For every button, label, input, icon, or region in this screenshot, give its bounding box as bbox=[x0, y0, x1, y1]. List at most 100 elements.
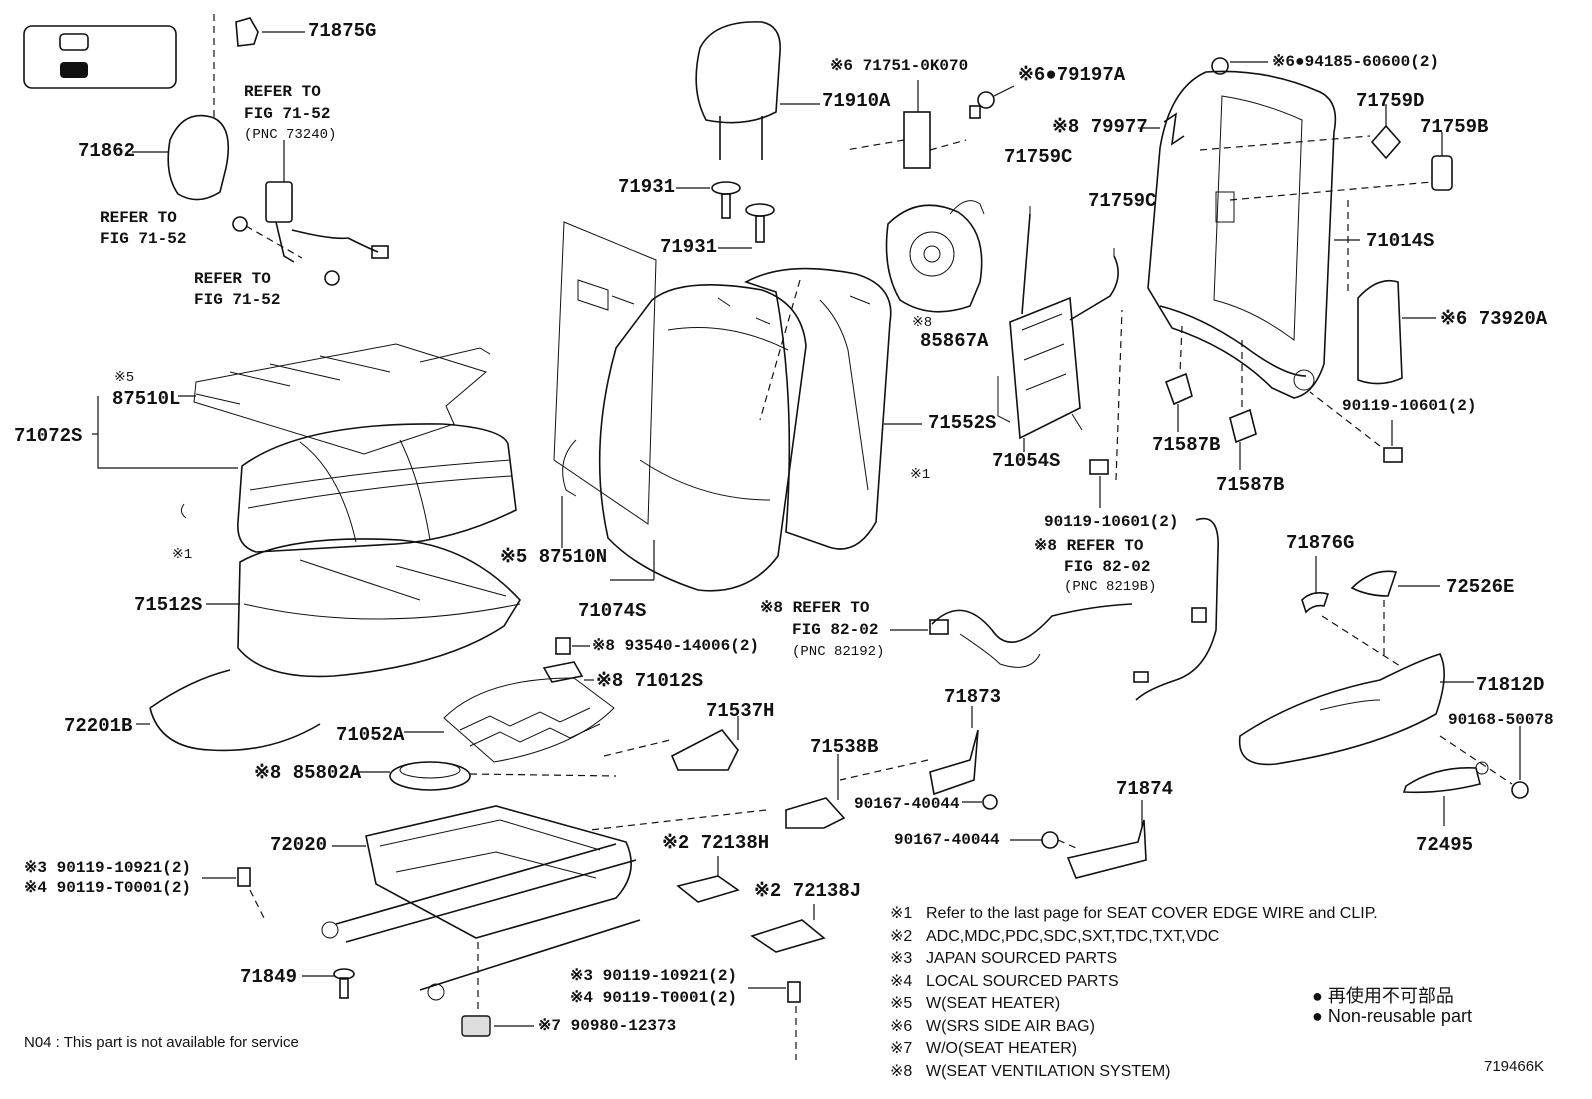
note-text: W(SEAT VENTILATION SYSTEM) bbox=[926, 1062, 1171, 1080]
part-label: 71931 bbox=[660, 236, 718, 258]
part-label: 71014S bbox=[1366, 230, 1435, 252]
side-airbag-73920a bbox=[1347, 200, 1436, 385]
wire-harness-82192 bbox=[890, 603, 1133, 668]
note-text: W/O(SEAT HEATER) bbox=[926, 1040, 1078, 1057]
bolt-90119-10601-center bbox=[1089, 309, 1123, 508]
note-item: ※8 W(SEAT VENTILATION SYSTEM) bbox=[890, 1062, 1171, 1080]
spring-79977 bbox=[1138, 112, 1185, 146]
part-label: ※8 93540-14006(2) bbox=[592, 637, 760, 655]
lumbar-support-71054s bbox=[997, 206, 1119, 452]
note-mark: ※6 bbox=[890, 1017, 913, 1035]
part-label: 90167-40044 bbox=[854, 795, 960, 813]
bracket-71751 bbox=[845, 80, 967, 169]
view-indicator-icon bbox=[23, 25, 177, 89]
part-label: (PNC 82192) bbox=[792, 644, 885, 660]
pad-71759b bbox=[1431, 132, 1453, 191]
part-label: 71072S bbox=[14, 425, 83, 447]
part-label: 71910A bbox=[822, 90, 891, 112]
part-label: ※5 bbox=[114, 370, 135, 386]
note-text: W(SRS SIDE AIR BAG) bbox=[926, 1017, 1095, 1035]
note-mark: ※7 bbox=[890, 1040, 913, 1057]
part-label: 71552S bbox=[928, 412, 997, 434]
part-label: FIG 71-52 bbox=[244, 105, 331, 123]
part-label: 71052A bbox=[336, 724, 405, 746]
bolt-90119-10921-right bbox=[748, 981, 801, 1060]
cover-72495 bbox=[1402, 761, 1489, 826]
screw-90168-50078 bbox=[1439, 726, 1529, 799]
note-text: JAPAN SOURCED PARTS bbox=[926, 950, 1118, 967]
part-label: ※8 79977 bbox=[1052, 116, 1148, 138]
part-label: ※6●79197A bbox=[1018, 64, 1126, 86]
headrest-guide-71931 bbox=[676, 181, 775, 249]
part-label: 72495 bbox=[1416, 834, 1474, 856]
seat-cover-clip-71875g bbox=[213, 14, 305, 120]
part-label: ※7 90980-12373 bbox=[538, 1017, 677, 1035]
part-label: 71512S bbox=[134, 594, 203, 616]
part-label: ※8 85802A bbox=[254, 762, 362, 784]
seat-cushion-71512s bbox=[180, 503, 521, 678]
part-label: 71759C bbox=[1004, 146, 1073, 168]
part-label: ※2 72138J bbox=[754, 880, 862, 902]
note-text: LOCAL SOURCED PARTS bbox=[926, 972, 1119, 990]
seatback-cover-71074s bbox=[598, 284, 807, 592]
legend-japanese: ● 再使用不可部品 bbox=[1312, 986, 1454, 1006]
seat-belt-buckle bbox=[232, 140, 389, 286]
note-mark: ※8 bbox=[890, 1062, 913, 1080]
part-label: FIG 82-02 bbox=[792, 621, 879, 639]
part-label: 87510L bbox=[112, 388, 181, 410]
part-label: FIG 71-52 bbox=[100, 230, 187, 248]
note-item: ※7 W/O(SEAT HEATER) bbox=[890, 1041, 1077, 1057]
nut-94185 bbox=[1211, 57, 1268, 75]
connector-90980-12373 bbox=[461, 942, 534, 1037]
part-label: ※4 90119-T0001(2) bbox=[24, 879, 192, 897]
bolt-90167-40044-upper bbox=[962, 794, 998, 810]
part-label: ※2 72138H bbox=[662, 832, 770, 854]
part-label: 71876G bbox=[1286, 532, 1355, 554]
part-label: 71074S bbox=[578, 600, 647, 622]
part-label: (PNC 8219B) bbox=[1064, 579, 1157, 595]
part-label: ※1 bbox=[910, 467, 931, 483]
clip-71587b-left bbox=[1164, 325, 1193, 432]
clip-71587b-right bbox=[1229, 340, 1257, 470]
part-label: (PNC 73240) bbox=[244, 127, 337, 143]
seat-adjuster-72020 bbox=[321, 805, 641, 1001]
note-mark: ※1 bbox=[890, 905, 913, 922]
part-label: ※5 87510N bbox=[500, 546, 608, 568]
seat-blower-85867a bbox=[885, 200, 985, 313]
part-label: 71759D bbox=[1356, 90, 1425, 112]
part-label: 71812D bbox=[1476, 674, 1545, 696]
part-label: 71538B bbox=[810, 736, 879, 758]
part-label: 85867A bbox=[920, 330, 989, 352]
cover-72138h bbox=[676, 856, 740, 903]
seat-blower-85802a bbox=[356, 761, 617, 791]
part-label: 71873 bbox=[944, 686, 1002, 708]
bolt-90119-10921-left bbox=[202, 867, 265, 919]
part-label: 71849 bbox=[240, 966, 298, 988]
bracket-71873 bbox=[839, 706, 979, 796]
part-label: ※3 90119-10921(2) bbox=[570, 967, 738, 985]
pad-71759d bbox=[1370, 104, 1402, 160]
cover-72138j bbox=[750, 904, 826, 953]
part-label: REFER TO bbox=[244, 83, 321, 101]
part-label: ※6●94185-60600(2) bbox=[1272, 53, 1440, 71]
knob-72526e bbox=[1350, 570, 1440, 660]
figure-id: 719466K bbox=[1484, 1058, 1545, 1075]
note-item: ※6 W(SRS SIDE AIR BAG) bbox=[890, 1017, 1095, 1035]
part-label: ※8 71012S bbox=[596, 670, 704, 692]
note-mark: ※2 bbox=[890, 927, 913, 945]
bracket-71012s bbox=[542, 661, 594, 683]
spring-mat-71052a bbox=[404, 677, 615, 763]
part-label: ※6 73920A bbox=[1440, 308, 1548, 330]
seatback-frame-71014s bbox=[1147, 70, 1433, 399]
bracket-71874 bbox=[1066, 800, 1147, 879]
bolt-93540-14006 bbox=[555, 637, 590, 655]
bolt-90167-40044-lower bbox=[1010, 831, 1077, 849]
wire-harness-8219b bbox=[1133, 517, 1219, 701]
part-label: 71587B bbox=[1152, 434, 1221, 456]
part-label: 71587B bbox=[1216, 474, 1285, 496]
edge-wire-72201b bbox=[136, 669, 321, 752]
